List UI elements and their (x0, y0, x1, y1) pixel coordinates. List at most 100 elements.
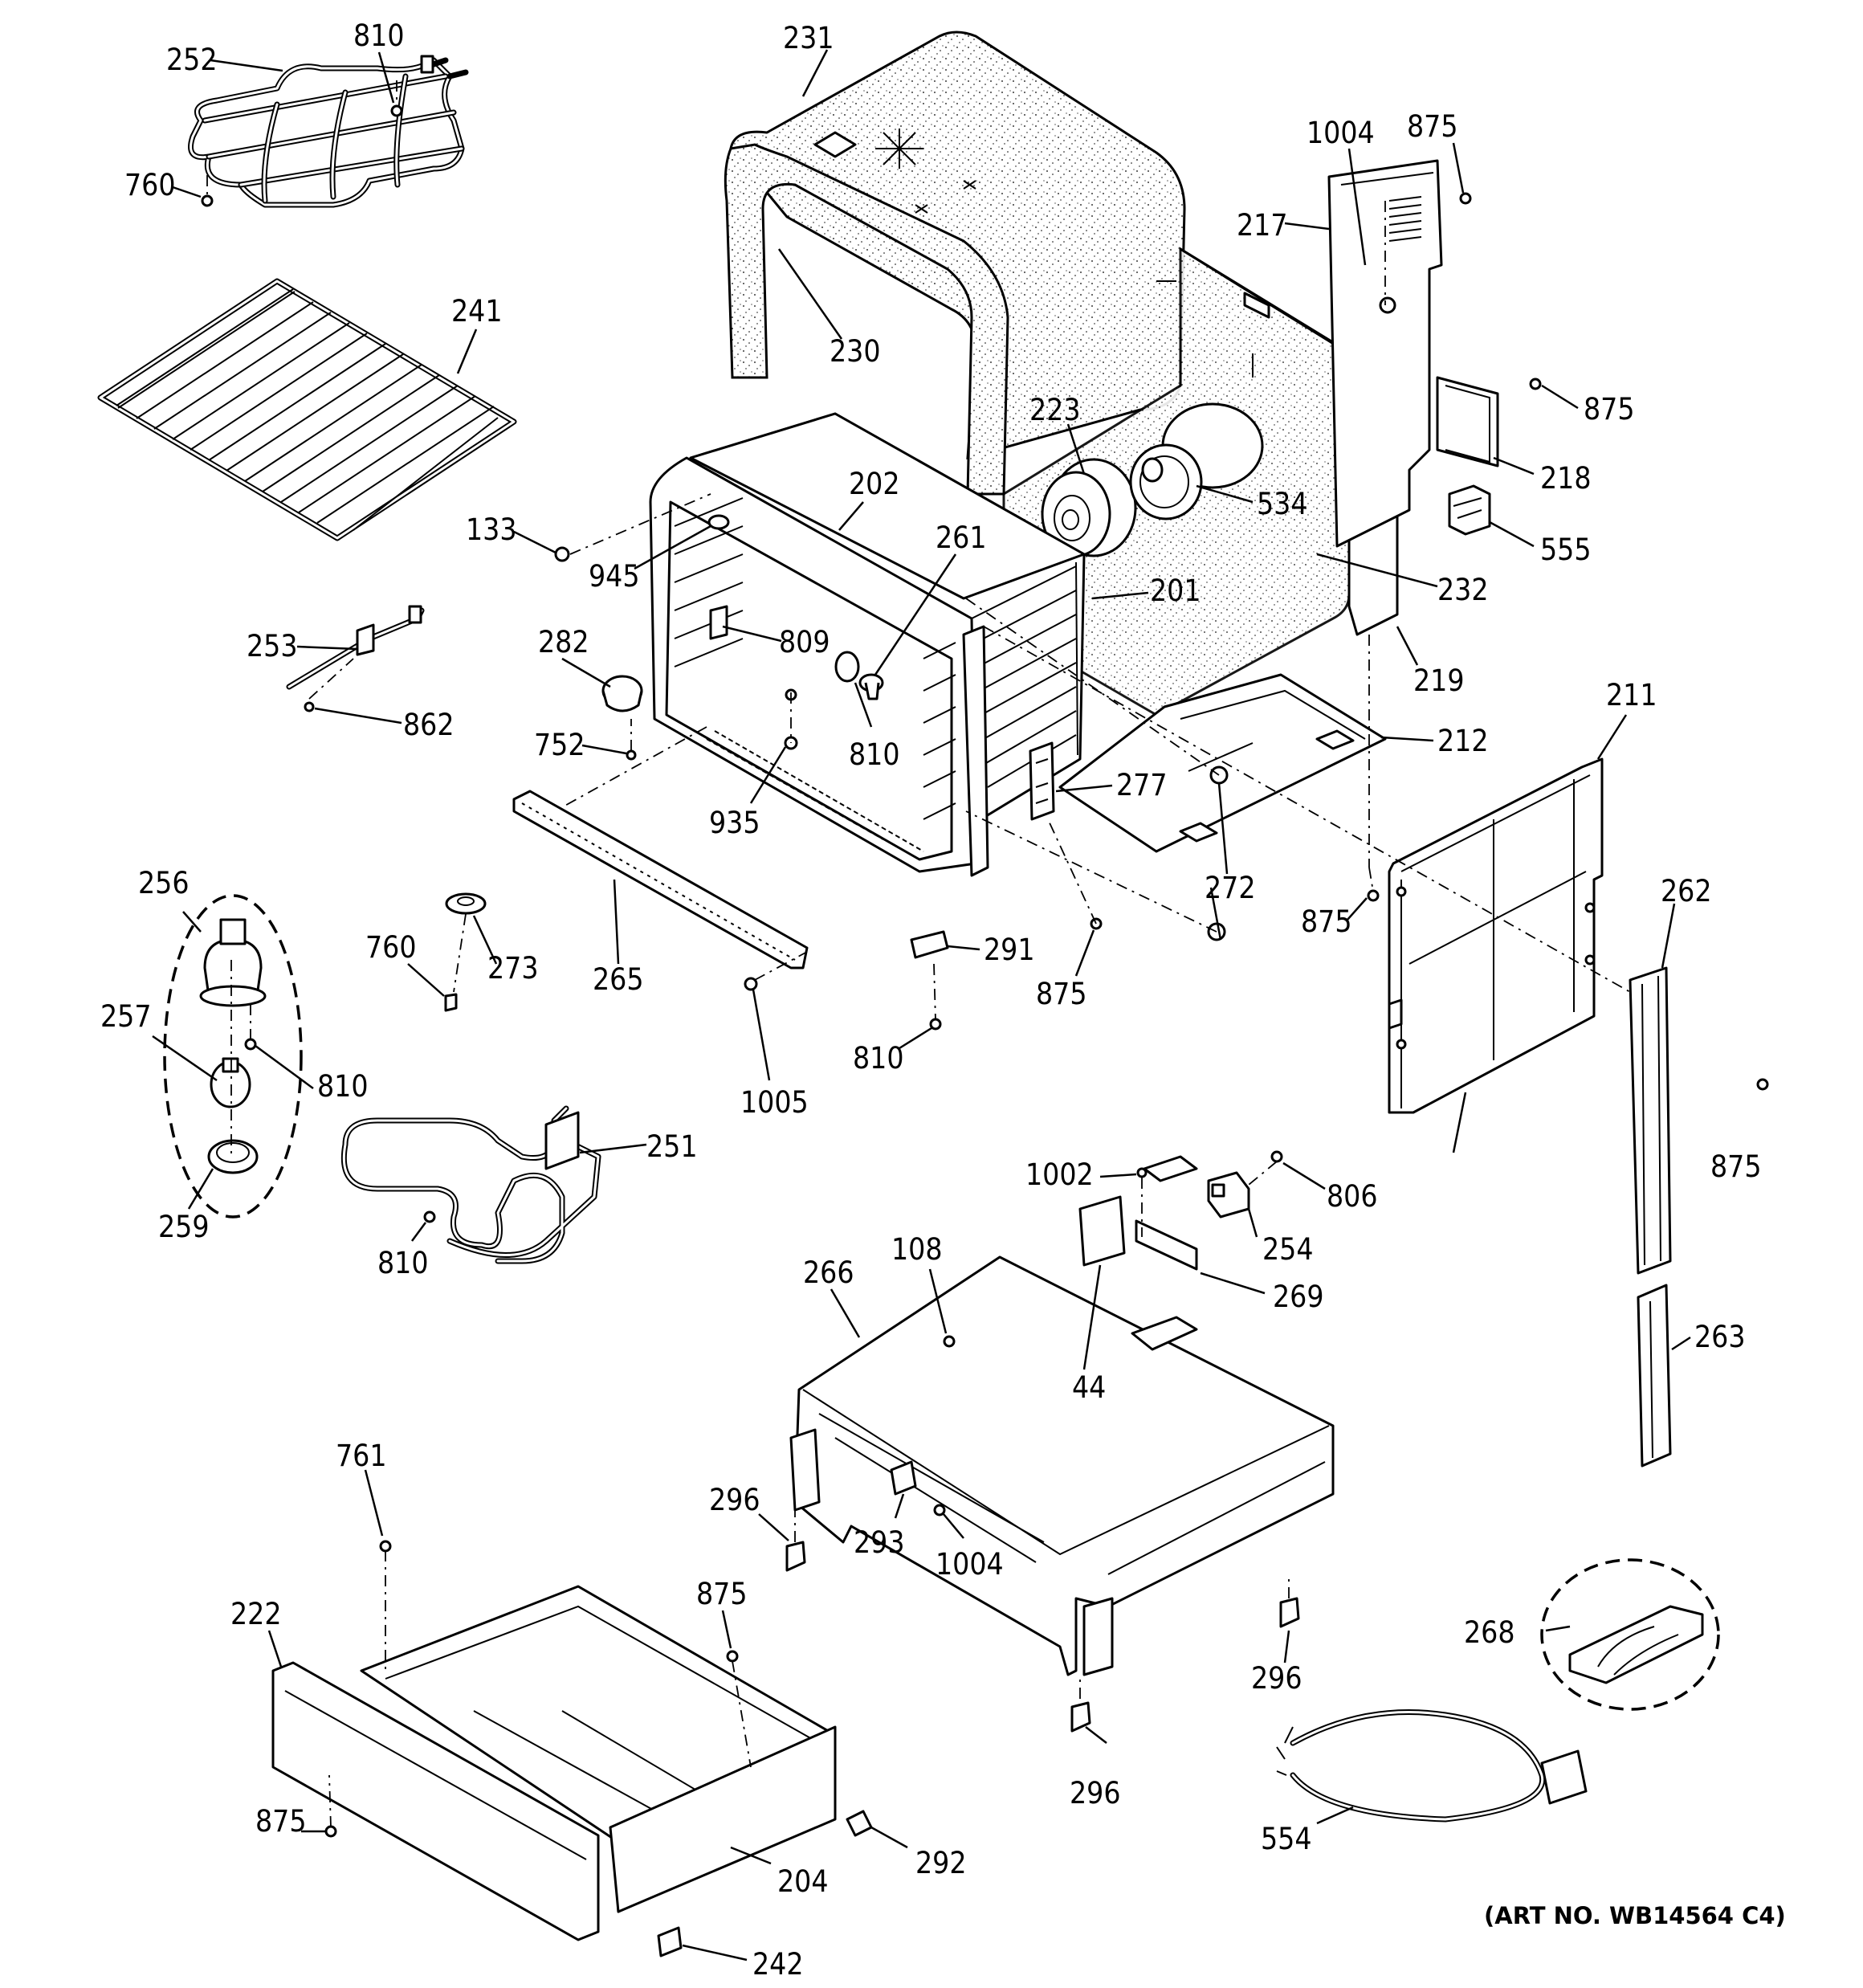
callout-241: 241 (451, 294, 503, 329)
callout-257: 257 (100, 999, 152, 1034)
callout-202: 202 (849, 467, 900, 501)
callout-875: 875 (1036, 977, 1087, 1011)
screw-1005 (744, 977, 758, 991)
callout-201: 201 (1150, 574, 1201, 608)
callout-875: 875 (1407, 109, 1458, 144)
light-lens-282 (601, 675, 643, 712)
knob-810b (834, 651, 860, 683)
side-panel-211 (1388, 757, 1604, 1114)
callout-259: 259 (158, 1210, 210, 1244)
callout-242: 242 (752, 1947, 804, 1982)
callout-945: 945 (589, 559, 640, 594)
callout-1002: 1002 (1025, 1157, 1094, 1192)
rear-vent-217 (1327, 159, 1443, 548)
callout-282: 282 (538, 625, 589, 659)
callout-256: 256 (138, 866, 190, 900)
callout-211: 211 (1606, 678, 1657, 712)
screw-875a (1459, 192, 1472, 205)
side-trim-262 (1629, 966, 1672, 1275)
callout-291: 291 (984, 933, 1035, 967)
callout-875: 875 (1710, 1149, 1762, 1184)
terminal-block-555 (1448, 484, 1491, 536)
screw-760a (201, 194, 214, 207)
bake-element-252 (188, 55, 469, 208)
callout-44: 44 (1072, 1370, 1106, 1405)
callout-252: 252 (166, 43, 218, 77)
callout-232: 232 (1437, 573, 1489, 607)
callout-262: 262 (1661, 874, 1712, 908)
callout-133: 133 (466, 512, 517, 547)
switch-254 (1207, 1171, 1250, 1219)
screw-761 (379, 1540, 392, 1553)
screw-875d (1756, 1078, 1769, 1091)
callout-268: 268 (1464, 1615, 1515, 1650)
bulb-holder-945 (707, 514, 730, 530)
callout-223: 223 (1029, 393, 1081, 427)
callout-555: 555 (1540, 533, 1592, 567)
front-trim-265 (512, 790, 809, 970)
callout-272: 272 (1205, 871, 1256, 905)
callout-761: 761 (336, 1439, 387, 1473)
leg-296c (1279, 1597, 1300, 1628)
callout-251: 251 (646, 1129, 698, 1164)
screw-752 (626, 749, 637, 761)
hinge-receiver-277 (1029, 741, 1055, 821)
callout-760: 760 (365, 930, 417, 965)
callout-265: 265 (593, 962, 644, 997)
callout-218: 218 (1540, 461, 1592, 496)
callout-222: 222 (230, 1597, 282, 1631)
callout-760: 760 (124, 168, 176, 202)
sensor-261 (858, 673, 884, 700)
screw-875c (1367, 889, 1380, 902)
screw-810d (244, 1038, 257, 1051)
screw-862 (304, 701, 315, 712)
callout-875: 875 (255, 1804, 307, 1839)
outer-wrapper-231 (724, 31, 1186, 496)
callout-806: 806 (1327, 1179, 1378, 1214)
clip-292 (846, 1810, 873, 1837)
callout-810: 810 (353, 18, 405, 53)
callout-1005: 1005 (740, 1085, 809, 1120)
callout-875: 875 (1584, 392, 1635, 427)
callout-810: 810 (377, 1246, 429, 1280)
leader-lines (152, 49, 1691, 1961)
screw-810c (929, 1018, 942, 1031)
callout-254: 254 (1262, 1232, 1314, 1267)
broil-element-251 (340, 1105, 601, 1264)
callout-809: 809 (779, 625, 830, 659)
bracket-269 (1143, 1155, 1198, 1182)
fan-motor-534 (1129, 443, 1203, 520)
storage-drawer-204 (360, 1585, 837, 1913)
callout-219: 219 (1413, 663, 1465, 698)
base-frame-266 (789, 1255, 1335, 1676)
lamp-socket-273 (445, 892, 487, 915)
callout-230: 230 (830, 334, 881, 369)
screw-810e (423, 1210, 436, 1223)
callout-108: 108 (891, 1232, 943, 1267)
detail-268 (1540, 1558, 1720, 1711)
screw-810a (390, 104, 403, 117)
power-cord-554 (1276, 1709, 1588, 1823)
support-bracket-44 (1078, 1195, 1198, 1271)
screw-1004b (933, 1504, 946, 1517)
callout-292: 292 (915, 1846, 967, 1880)
clip-293 (890, 1460, 917, 1496)
screw-806 (1270, 1150, 1283, 1163)
callout-935: 935 (709, 806, 760, 840)
screw-108 (943, 1335, 956, 1348)
callout-296: 296 (1251, 1661, 1302, 1696)
callout-212: 212 (1437, 724, 1489, 758)
callout-875: 875 (696, 1577, 748, 1611)
callout-273: 273 (487, 951, 539, 986)
bottom-pan-212 (1058, 673, 1387, 853)
clip-242 (657, 1926, 683, 1957)
leg-296b (1070, 1701, 1091, 1733)
leg-296a (785, 1541, 806, 1572)
callout-253: 253 (247, 629, 298, 663)
callout-263: 263 (1694, 1320, 1746, 1354)
callout-269: 269 (1273, 1280, 1324, 1314)
drawer-front-222 (271, 1661, 600, 1941)
screw-875g (324, 1825, 337, 1838)
screw-133 (554, 546, 570, 562)
